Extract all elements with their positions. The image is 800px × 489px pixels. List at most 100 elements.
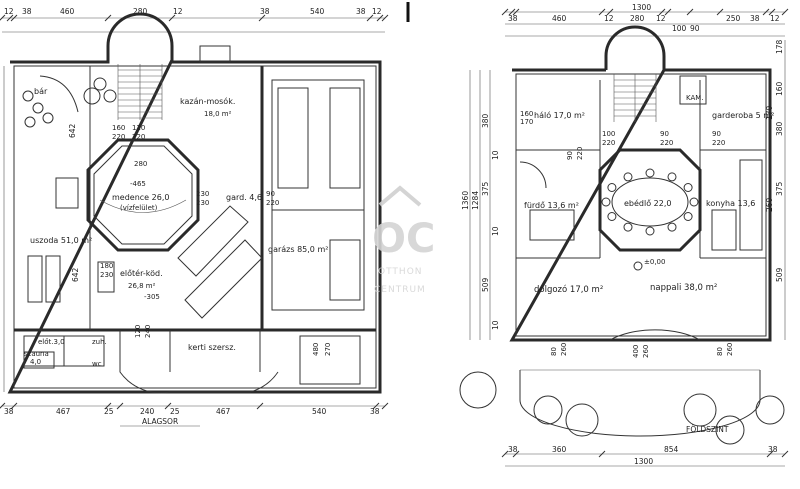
lounger-2	[45, 255, 61, 303]
g-label-90c: 90	[712, 130, 721, 138]
g-dim-right-380: 380	[775, 121, 784, 136]
g-dim-top-12c: 12	[770, 14, 780, 23]
dining-chair	[623, 222, 633, 232]
room-szauna-area: 4,0	[30, 358, 41, 366]
dim-tick	[256, 402, 264, 410]
dining-chair	[623, 172, 633, 182]
g-label-400: 400	[632, 345, 640, 358]
dim-tick	[0, 14, 6, 21]
g-dim-left-1360: 1360	[461, 191, 470, 210]
g-dim-top-38: 38	[508, 14, 518, 23]
pool-octagon-inner	[93, 145, 193, 245]
b-label-120: 120	[132, 124, 145, 132]
level-marker	[633, 261, 643, 271]
b-dim-left-642b: 642	[71, 267, 80, 282]
dim-tick	[781, 8, 789, 16]
b-label-480: 480	[312, 343, 320, 356]
room-kazan-area: 18,0 m²	[204, 110, 232, 118]
dining-chair	[607, 183, 617, 192]
dim-tick	[501, 8, 509, 16]
dim-tick	[6, 14, 14, 22]
dim-tick	[501, 450, 509, 458]
dining-chair	[645, 226, 655, 236]
g-dim-top-1300: 1300	[632, 3, 651, 12]
dim-tick	[116, 402, 124, 410]
room-garderoba: garderoba 5 m²	[712, 111, 774, 120]
b-label-90: 90	[266, 190, 275, 198]
g-dim-left-10a: 10	[491, 150, 500, 160]
dim-tick	[762, 8, 770, 16]
dim-tick	[372, 402, 380, 410]
dim-tick	[606, 8, 614, 16]
dining-chair	[689, 197, 699, 207]
g-dim-top-12b: 12	[656, 14, 666, 23]
garage-room-outline	[271, 79, 365, 311]
g-dim-left-10b: 10	[491, 226, 500, 236]
b-dim-top-38c: 38	[356, 7, 366, 16]
b-label-220c: 220	[266, 199, 279, 207]
g-dim-right-160: 160	[775, 81, 784, 96]
dim-tick	[381, 402, 389, 410]
dim-tick	[164, 402, 172, 410]
dim-tick	[366, 14, 374, 22]
basement-inner-wall	[13, 65, 377, 389]
dim-tick	[258, 14, 266, 22]
basement-chimney	[199, 45, 231, 63]
sauna-box	[23, 351, 55, 369]
g-dim-left-1284: 1284	[471, 191, 480, 210]
dim-tick	[716, 8, 724, 16]
g-label-80: 80	[550, 347, 558, 356]
basement-plan: 12 38 460 280 12 38 540 38 12	[0, 7, 389, 427]
pool-ramp-2	[177, 205, 249, 277]
b-dim-top-12: 12	[4, 7, 14, 16]
dim-tick	[766, 450, 774, 458]
terrace-outline	[519, 370, 761, 437]
g-label-100: 100	[602, 130, 615, 138]
b-label-305: -305	[144, 293, 160, 301]
g-label-260c: 260	[726, 343, 734, 356]
dim-tick	[512, 8, 520, 16]
g-dim-top-12: 12	[604, 14, 614, 23]
g-dim-bot-38: 38	[508, 445, 518, 454]
b-label-220b: 220	[132, 133, 145, 141]
b-dim-top-280: 280	[133, 7, 148, 16]
terrace-curve	[609, 329, 701, 341]
ground-outer-wall	[509, 68, 772, 342]
b-label-120b: 120	[134, 325, 142, 338]
room-medence: medence 26,0	[112, 193, 169, 202]
g-dim-top-90: 90	[690, 24, 700, 33]
dining-chairs	[601, 168, 699, 236]
b-dim-top-12c: 12	[372, 7, 382, 16]
ground-title: FÖLDSZINT	[686, 425, 729, 434]
b-label-230b: 230	[196, 199, 209, 207]
kitchen-counter	[739, 159, 763, 251]
room-kam: KAM.	[686, 94, 704, 102]
bar-counter	[39, 75, 79, 113]
ground-plan: 1300 38 460 12 280 12 100 90 250 38 12	[459, 3, 789, 467]
room-eloter: előtér-köd.	[120, 268, 163, 278]
b-label-160: 160	[112, 124, 125, 132]
dim-tick	[376, 14, 384, 22]
room-kerti: kerti szersz.	[188, 343, 236, 352]
b-dim-top-38b: 38	[260, 7, 270, 16]
basement-stairs	[117, 64, 163, 120]
b-dim-bot-38: 38	[4, 407, 14, 416]
g-dim-left-10c: 10	[491, 320, 500, 330]
room-konyha: konyha 13,6	[706, 199, 755, 208]
stair-block	[55, 177, 79, 209]
dim-tick	[664, 8, 672, 16]
lounger-3	[97, 261, 115, 293]
garage-car-bay-3	[329, 239, 361, 301]
dim-tick	[686, 8, 694, 16]
basement-title: ALAGSOR	[142, 417, 178, 426]
g-label-220b: 220	[602, 139, 615, 147]
g-dim-top-100: 100	[672, 24, 687, 33]
b-dim-top-460: 460	[60, 7, 75, 16]
b-dim-bot-25b: 25	[170, 407, 180, 416]
g-dim-left-380: 380	[481, 113, 490, 128]
dim-tick	[381, 14, 389, 22]
b-label-270: 270	[324, 343, 332, 356]
ground-stairs	[613, 74, 657, 122]
bath-door-arc	[519, 161, 547, 189]
